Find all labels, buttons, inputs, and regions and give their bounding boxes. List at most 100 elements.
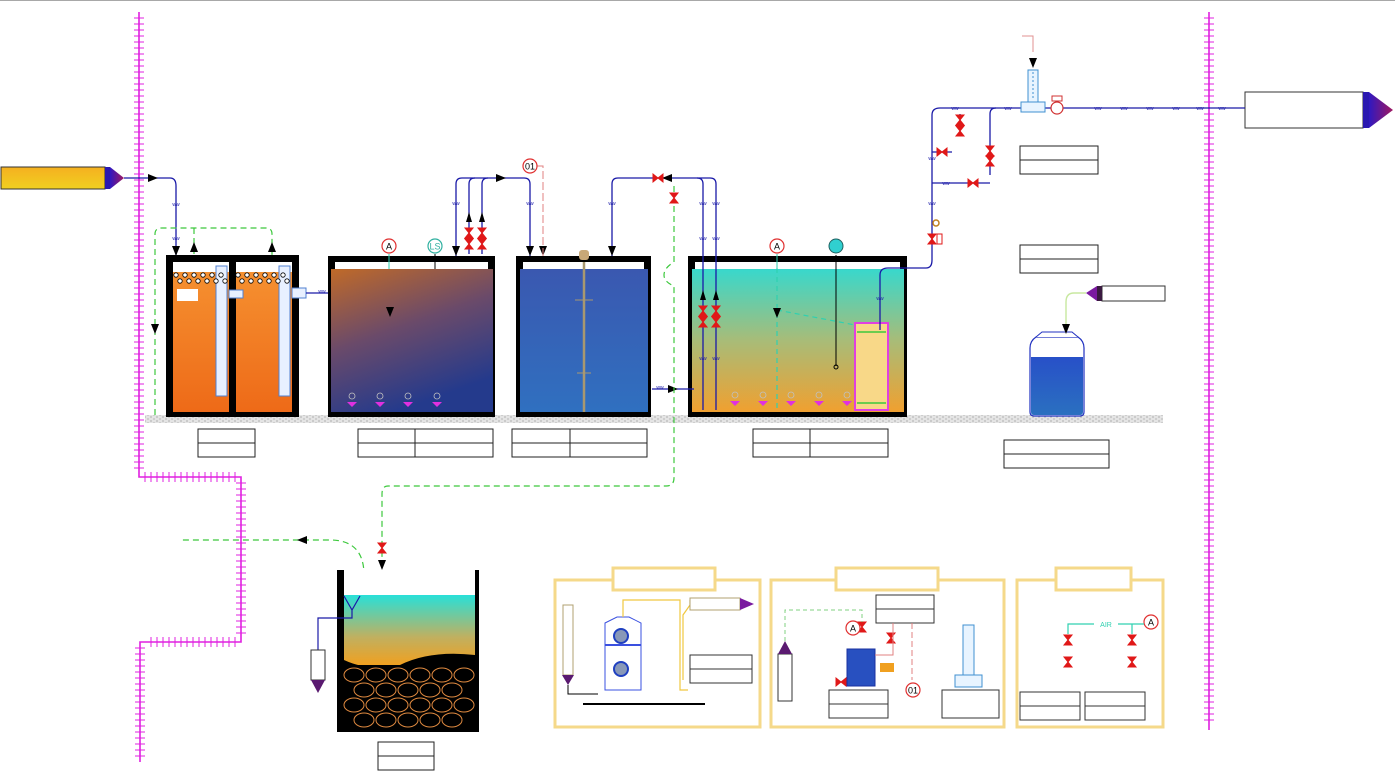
valve-icon [697, 316, 709, 328]
valve-icon [1062, 634, 1074, 646]
dosing-ref-circle [522, 158, 538, 174]
flow-arrow-icon [668, 385, 678, 393]
dosing-ref-circle [905, 682, 921, 698]
valve-icon [954, 114, 966, 126]
pipe-tag: ww [1196, 106, 1204, 112]
pipe-tag: ww [608, 201, 616, 207]
flow-arrow-icon [297, 536, 307, 544]
valve-icon [936, 146, 948, 158]
sludge-holding-tank[interactable] [337, 570, 479, 732]
air-bubble-icon [376, 392, 384, 400]
gravel-stone [397, 712, 419, 728]
flow-arrow-icon [773, 308, 781, 318]
dosing-ref-tag: 01 [908, 686, 918, 696]
flow-arrow-icon [386, 307, 394, 317]
analyzer-tag: A [1148, 618, 1154, 628]
aeration-diffusers [347, 392, 442, 407]
chemical-dosing-line [537, 165, 544, 256]
mbr-diffusers [730, 391, 852, 406]
chemical-feed-arrow[interactable] [1086, 285, 1166, 302]
flow-arrow-icon [190, 242, 198, 252]
level-switch-circle [427, 238, 443, 254]
ground-strip [145, 415, 1163, 423]
debris-icon [284, 278, 290, 284]
flow-arrow-icon [1029, 58, 1037, 68]
gravel-stone [343, 697, 365, 713]
settling-tank[interactable] [516, 250, 651, 417]
valve-icon [967, 177, 979, 189]
pipe-tag: ww [699, 356, 707, 362]
debris-icon [195, 278, 201, 284]
flow-arrow-icon [378, 560, 386, 570]
diffuser-icon [730, 401, 740, 406]
valve-icon [668, 192, 680, 204]
valve-icon [476, 238, 488, 250]
pipe-tag: ww [656, 385, 664, 391]
flow-arrow-icon [700, 290, 706, 300]
air-bubble-icon [843, 391, 851, 399]
actuator-indicator-icon [932, 219, 940, 227]
diffuser-icon [403, 402, 413, 407]
level-sensor-icon [828, 238, 844, 254]
air-bubble-icon [433, 392, 441, 400]
air-bubble-icon [731, 391, 739, 399]
valve-icon [463, 238, 475, 250]
gravel-stone [409, 667, 431, 683]
debris-icon [177, 278, 183, 284]
sludge-sample-bottle[interactable] [310, 649, 326, 693]
valve-icon [885, 632, 897, 644]
flowmeter[interactable] [1020, 35, 1064, 115]
flow-arrow-icon [172, 246, 180, 256]
air-bubble-icon [759, 391, 767, 399]
screening-tank[interactable] [166, 255, 307, 417]
sludge-overflow [317, 595, 361, 650]
diffuser-icon [814, 401, 824, 406]
equipment-label-boxes [197, 145, 1110, 771]
outlet-stream-arrow[interactable] [1244, 91, 1393, 129]
scrubber-legend-panel [553, 566, 762, 729]
control-valve-actuator-icon [936, 233, 943, 245]
diffuser-icon [786, 401, 796, 406]
air-bubble-icon [815, 391, 823, 399]
gravel-stone [375, 682, 397, 698]
chemical-storage-tank[interactable] [1029, 331, 1085, 417]
debris-icon [262, 272, 268, 278]
diffuser-icon [842, 401, 852, 406]
analyzer-circle [769, 238, 785, 254]
debris-icon [275, 278, 281, 284]
debris-icon [239, 278, 245, 284]
diffuser-icon [375, 402, 385, 407]
pipe-tag: ww [876, 296, 884, 302]
aeration-tank[interactable] [328, 256, 495, 417]
gravel-stone [353, 712, 375, 728]
pipe-tag: ww [1146, 106, 1154, 112]
gravel-stone [365, 667, 387, 683]
mbr-tank[interactable] [688, 256, 907, 417]
pipe-tag: ww [942, 181, 950, 187]
pipe-tag: ww [1094, 106, 1102, 112]
gravel-stone [387, 697, 409, 713]
diffuser-icon [432, 402, 442, 407]
debris-icon [244, 272, 250, 278]
gravel-bed-pattern [343, 667, 475, 728]
dosing-ref-tag: 01 [525, 162, 535, 172]
valve-icon [697, 305, 709, 317]
gravel-stone [397, 682, 419, 698]
flow-arrow-icon [608, 246, 616, 256]
diffuser-icon [347, 402, 357, 407]
pipe-tag: ww [712, 236, 720, 242]
valve-icon [984, 145, 996, 157]
inlet-stream-arrow[interactable] [0, 166, 124, 190]
debris-icon [182, 272, 188, 278]
screening-debris-icons [173, 272, 290, 284]
valve-icon [984, 155, 996, 167]
gravel-stone [419, 712, 441, 728]
flow-arrow-icon [496, 174, 506, 182]
valve-icon [1126, 634, 1138, 646]
debris-icon [222, 278, 228, 284]
chemical-feed-line [1065, 292, 1086, 330]
analyzer-circle [381, 238, 397, 254]
site-boundary-lines [134, 12, 1214, 762]
